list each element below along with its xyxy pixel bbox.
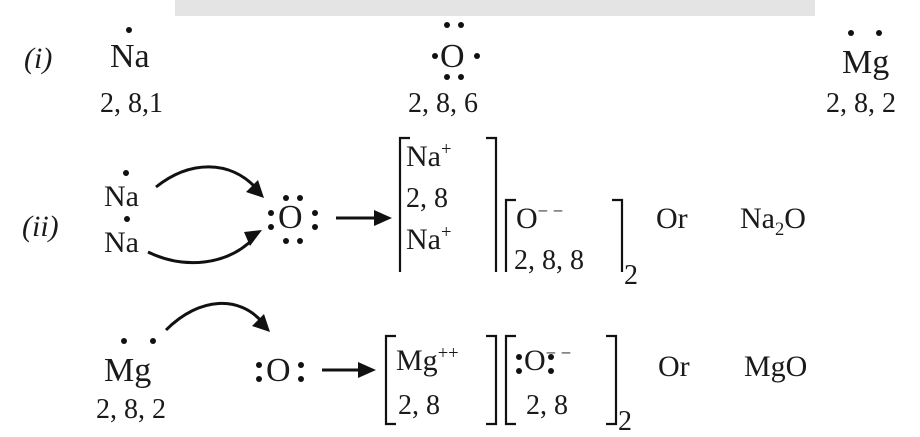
reaction-arrowhead-iii [358,362,376,378]
bracket-mg-left [384,334,396,426]
electron-dot [256,376,262,382]
electron-dot [876,30,882,36]
electron-dot [121,338,127,344]
atom-o: O [440,38,465,75]
bracket-o3-right [606,334,618,426]
na-ion-1-config: 2, 8 [406,183,448,214]
reaction-arrowhead-ii [374,210,392,226]
electron-dot [444,74,450,80]
electron-dot [458,74,464,80]
electron-dot [283,195,289,201]
label-ii: (ii) [22,210,59,243]
mg-config-iii: 2, 8, 2 [96,394,166,425]
arrowhead-bottom [244,230,262,246]
oxygen-ii: O [278,199,303,236]
bracket-mg-right [486,334,498,426]
arrowhead-top [246,180,264,198]
bracket-o3-left [504,334,516,426]
electron-dot [150,338,156,344]
o-config: 2, 8, 6 [408,88,478,119]
electron-dot [297,195,303,201]
label-i: (i) [24,42,53,75]
electron-dot [123,170,129,176]
na-top: Na [104,180,139,213]
electron-dot [256,362,262,368]
o-ion-ii: O− − [516,201,564,235]
electron-dot [297,238,303,244]
electron-dot [848,30,854,36]
mg-ion-config: 2, 8 [398,390,440,421]
atom-mg: Mg [842,44,890,81]
electron-dot [298,376,304,382]
bracket-na-right [486,136,498,272]
electron-dot [126,27,132,33]
electron-dot [474,53,480,59]
bracket-o-right [612,198,624,272]
subscript-2-iii: 2 [618,406,632,437]
electron-dot [298,362,304,368]
curved-arrow-top [155,165,258,190]
oxygen-iii: O [266,352,291,389]
mg-ion: Mg++ [396,343,459,377]
electron-dot [444,22,450,28]
atom-na: Na [110,38,150,75]
o-ion-iii-config: 2, 8 [526,390,568,421]
electron-dot [516,368,522,374]
curved-arrow-bottom [147,236,256,265]
subscript-2-ii: 2 [624,260,638,291]
electron-dot [268,224,274,230]
electron-dot [432,53,438,59]
electron-dot [312,210,318,216]
or-iii: Or [658,350,690,383]
electron-dot [312,224,318,230]
formula-na2o: Na2O [740,202,806,240]
electron-dot [516,354,522,360]
electron-dot [283,238,289,244]
na-ion-2: Na+ [406,222,452,256]
electron-dot [124,216,130,222]
electron-dot [268,210,274,216]
na-bottom: Na [104,226,139,259]
curved-arrow-mg [164,302,264,332]
mg-config: 2, 8, 2 [826,88,896,119]
bracket-na-left [398,136,410,272]
arrowhead-mg [252,314,270,332]
formula-mgo: MgO [744,350,808,383]
bracket-o-left [504,198,516,272]
electron-dot [548,354,554,360]
na-config: 2, 8,1 [100,88,163,119]
mg-atom-iii: Mg [104,352,152,389]
electron-dot [458,22,464,28]
na-ion-1: Na+ [406,139,452,173]
electron-dot [548,368,554,374]
top-gray-bar [175,0,815,16]
or-ii: Or [656,202,688,235]
o-ion-ii-config: 2, 8, 8 [514,245,584,276]
